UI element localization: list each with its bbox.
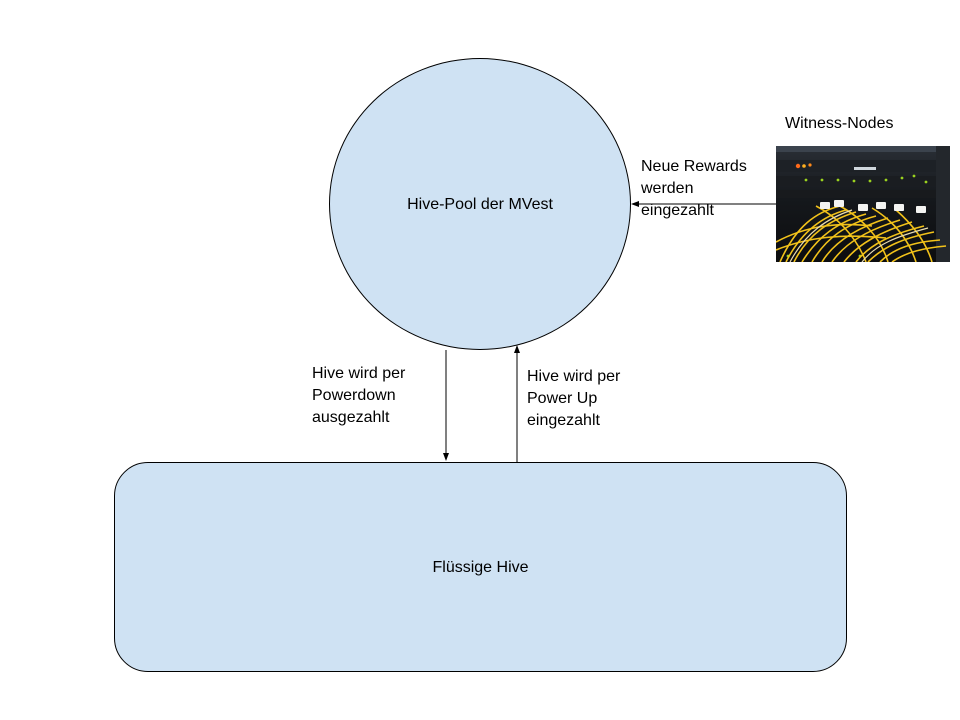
powerup-edge-label: Hive wird per Power Up eingezahlt bbox=[527, 368, 621, 429]
hive-pool-node bbox=[329, 58, 631, 350]
powerdown-arrow bbox=[443, 350, 449, 461]
liquid-hive-label: Flüssige Hive bbox=[432, 559, 529, 576]
liquid-hive-node bbox=[114, 462, 847, 672]
hive-pool-label: Hive-Pool der MVest bbox=[407, 196, 553, 213]
powerdown-edge-label: Hive wird per Powerdown ausgezahlt bbox=[312, 365, 406, 426]
witness-nodes-title: Witness-Nodes bbox=[785, 115, 894, 132]
rewards-edge-label: Neue Rewards werden eingezahlt bbox=[641, 158, 747, 219]
witness-nodes-server-image bbox=[776, 146, 950, 262]
rewards-arrow bbox=[631, 201, 776, 207]
powerup-arrow bbox=[514, 345, 520, 462]
